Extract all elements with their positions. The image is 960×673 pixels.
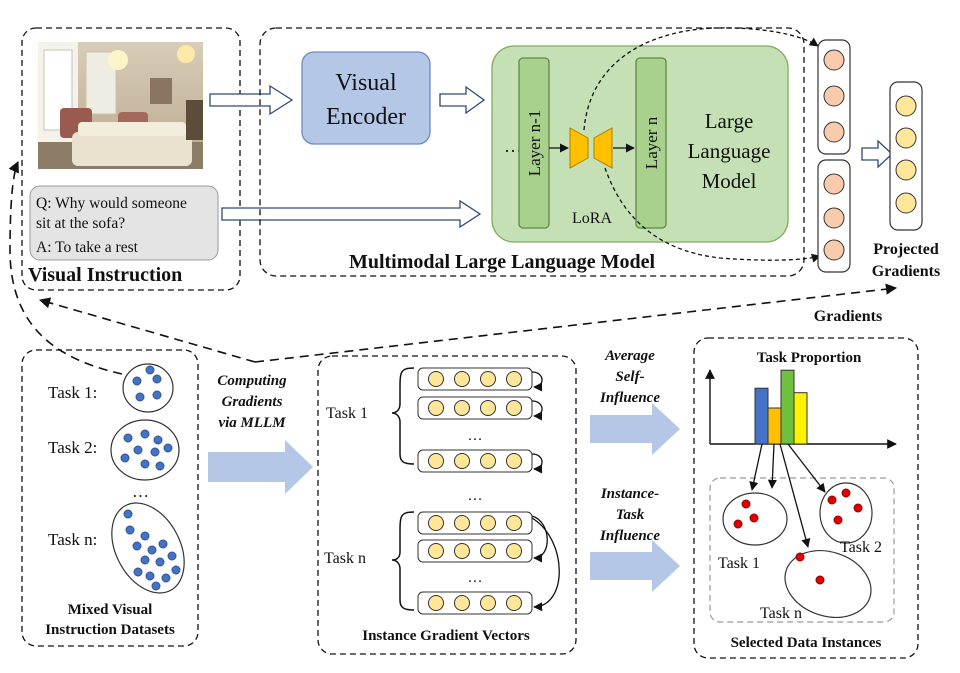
- layer-n-box: [635, 57, 667, 229]
- visual-instruction-title: Visual Instruction: [28, 264, 182, 286]
- layer-n-label: Layer n: [642, 116, 661, 169]
- computing-label-2: Gradients: [222, 394, 283, 410]
- datasets-caption-1: Mixed Visual: [68, 602, 153, 618]
- question-line-1: Q: Why would someone: [36, 195, 187, 212]
- average-influence-arrow: [590, 403, 680, 455]
- raw-gradient-column-1: [817, 39, 851, 155]
- answer-line: A: To take a rest: [36, 239, 139, 256]
- llm-label-2: Language: [688, 139, 771, 163]
- instance-taskn-label: Task n: [324, 550, 366, 567]
- question-line-2: sit at the sofa?: [36, 215, 125, 232]
- computing-label-1: Computing: [217, 373, 287, 389]
- projected-gradient-column: [889, 81, 923, 231]
- computing-arrow: [208, 440, 313, 494]
- task-proportion-title: Task Proportion: [757, 350, 862, 366]
- datasets-caption-2: Instruction Datasets: [45, 622, 175, 638]
- dataset-ellipsis: …: [132, 482, 149, 501]
- encoder-to-llm-arrow: [439, 85, 486, 115]
- taskn-vector-ellipsis: …: [468, 570, 483, 586]
- selected-instances-caption: Selected Data Instances: [731, 635, 882, 651]
- proportion-bar-3: [780, 369, 795, 445]
- dataset-taskn-label: Task n:: [48, 530, 97, 549]
- task1-vector-ellipsis: …: [468, 428, 483, 444]
- llm-label-1: Large: [705, 109, 754, 133]
- pipeline-dashed-arrows: [8, 160, 898, 375]
- computing-label-3: via MLLM: [218, 415, 286, 431]
- qa-box: [29, 185, 219, 261]
- mllm-panel: Visual Encoder … Layer n-1 Layer n LoRA …: [259, 27, 805, 277]
- instance-task1-label: Task 1: [326, 405, 368, 422]
- average-label-3: Influence: [599, 390, 660, 406]
- instance-task-label-2: Task: [616, 507, 645, 523]
- projected-label-2: Gradients: [872, 263, 940, 280]
- visual-encoder-box: [301, 51, 431, 145]
- instance-task-label-3: Influence: [599, 528, 660, 544]
- instance-task-label-1: Instance-: [600, 486, 659, 502]
- visual-encoder-label-2: Encoder: [326, 104, 406, 130]
- visual-encoder-label-1: Visual: [335, 70, 397, 96]
- average-label-2: Self-: [615, 369, 644, 385]
- input-arrows: [209, 84, 482, 229]
- raw-gradient-column-2: [817, 159, 851, 273]
- dataset-task1-label: Task 1:: [48, 383, 97, 402]
- layer-n-1-box: [518, 57, 550, 229]
- projection-arrow: [861, 139, 893, 169]
- gradients-label: Gradients: [814, 308, 882, 325]
- lora-adapter: [569, 127, 613, 169]
- lora-label: LoRA: [572, 210, 612, 227]
- selection-panel: Task Proportion Task 1 Task 2 Task n Sel…: [693, 337, 919, 659]
- selected-task1-label: Task 1: [718, 555, 760, 572]
- selected-region: [709, 477, 895, 623]
- proportion-bar-4: [793, 392, 808, 445]
- proportion-bar-2: [767, 407, 782, 445]
- selected-taskn-label: Task n: [760, 605, 802, 622]
- layers-ellipsis: …: [504, 136, 522, 156]
- instance-gradient-panel: Task 1 … … Task n …: [317, 355, 577, 655]
- selected-task2-label: Task 2: [840, 539, 882, 556]
- visual-instruction-panel: Q: Why would someone sit at the sofa? A:…: [21, 27, 241, 291]
- task1-vectors: …: [417, 367, 543, 474]
- between-tasks-ellipsis: …: [468, 488, 483, 504]
- llm-label-3: Model: [702, 169, 757, 193]
- proportion-bar-1: [754, 387, 769, 445]
- lora-gradient-curves: [583, 27, 821, 263]
- average-label-1: Average: [604, 348, 655, 364]
- selected-taskn-cluster: [784, 550, 872, 618]
- instance-task-influence-arrow: [590, 540, 680, 592]
- dataset-task2-label: Task 2:: [48, 438, 97, 457]
- mllm-title: Multimodal Large Language Model: [349, 251, 656, 273]
- instance-vectors-caption: Instance Gradient Vectors: [362, 628, 530, 644]
- taskn-vectors: …: [417, 511, 560, 615]
- proportion-bars: [754, 369, 808, 445]
- mixed-datasets-panel: Task 1: Task 2: … Task n: Mixed Visual I…: [21, 349, 199, 647]
- projected-label-1: Projected: [873, 241, 939, 258]
- layer-n-1-label: Layer n-1: [525, 110, 544, 177]
- living-room-image: [38, 42, 203, 169]
